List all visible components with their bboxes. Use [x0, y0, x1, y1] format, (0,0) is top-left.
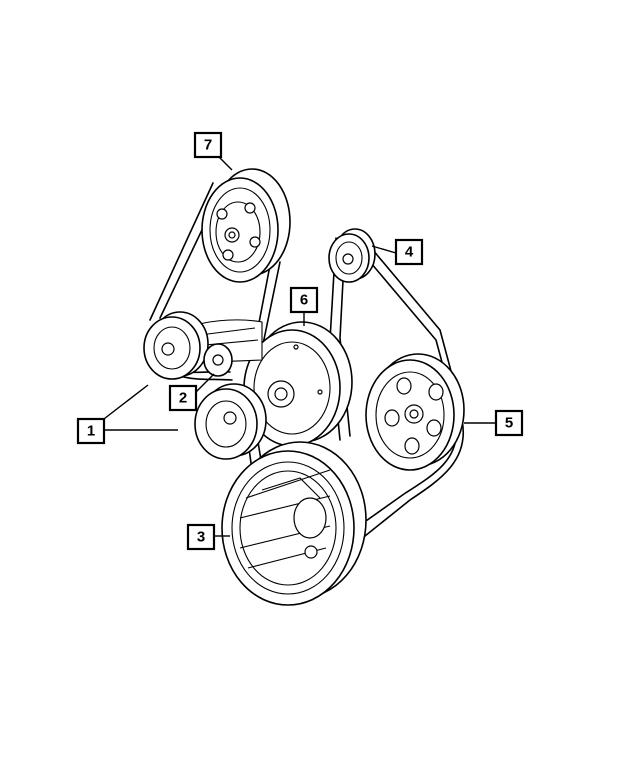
alternator-pulley [243, 321, 353, 447]
callout-6-label: 6 [300, 292, 308, 309]
callout-6: 6 [289, 286, 319, 314]
callout-3: 3 [186, 523, 216, 551]
leader-line-7 [218, 156, 233, 171]
upper-idler-pulley [328, 228, 376, 283]
power-steering-pulley [365, 353, 465, 471]
callout-4: 4 [394, 238, 424, 266]
callout-1-label: 1 [87, 423, 95, 440]
callout-2-label: 2 [179, 390, 187, 407]
callout-3-label: 3 [197, 529, 205, 546]
callout-1: 1 [76, 417, 106, 445]
crankshaft-damper-pulley [221, 441, 367, 606]
callout-7-label: 7 [204, 137, 212, 154]
leader-line-1a [99, 384, 149, 423]
leader-line-2 [195, 373, 215, 393]
belt-tensioner [143, 311, 263, 380]
callout-2: 2 [168, 384, 198, 412]
callout-7: 7 [193, 131, 223, 159]
callout-5-label: 5 [505, 415, 513, 432]
leader-line-4 [371, 245, 397, 254]
lower-idler-pulley [194, 383, 267, 460]
ac-compressor-pulley [201, 168, 291, 283]
callout-5: 5 [494, 409, 524, 437]
callout-4-label: 4 [405, 244, 414, 261]
